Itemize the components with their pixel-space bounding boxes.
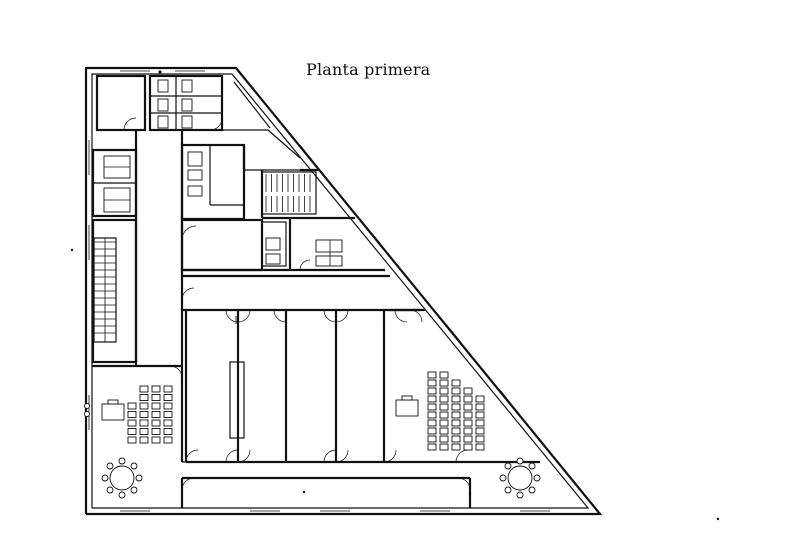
desk	[439, 435, 449, 443]
desk-grid-left	[127, 385, 173, 444]
desk	[139, 428, 149, 435]
desk	[427, 411, 437, 419]
desk	[451, 435, 461, 443]
outer-walls	[84, 66, 603, 516]
desk	[439, 379, 449, 387]
desk	[127, 436, 137, 444]
desk	[475, 443, 485, 451]
desk	[463, 411, 473, 419]
door-swings	[123, 117, 471, 491]
desk	[439, 403, 449, 411]
desk	[427, 395, 437, 403]
desk	[151, 428, 161, 435]
desk	[127, 402, 137, 410]
desk-grid-right	[427, 371, 485, 451]
desk	[451, 395, 461, 403]
desk	[439, 419, 449, 427]
round-table-left	[101, 457, 143, 499]
desk	[451, 379, 461, 387]
window-marks	[85, 67, 550, 515]
desk	[139, 411, 149, 418]
desk	[427, 427, 437, 435]
desk	[151, 385, 161, 393]
desk	[463, 387, 473, 395]
desk	[127, 428, 137, 435]
desk	[451, 387, 461, 395]
desk	[163, 411, 173, 418]
desk	[139, 385, 149, 393]
desk	[139, 436, 149, 444]
desk	[439, 387, 449, 395]
interior-walls	[91, 74, 540, 508]
desk	[427, 403, 437, 411]
desk	[475, 435, 485, 443]
desk	[427, 419, 437, 427]
desk	[139, 419, 149, 427]
small-marks	[70, 70, 720, 521]
desk	[451, 443, 461, 451]
desk	[427, 387, 437, 395]
toilet-fixtures	[157, 79, 343, 267]
desk	[163, 419, 173, 427]
round-table-right	[499, 457, 541, 499]
desk	[427, 371, 437, 379]
desk	[475, 403, 485, 411]
desk	[127, 411, 137, 418]
desk	[439, 427, 449, 435]
desk	[163, 436, 173, 444]
desk	[463, 443, 473, 451]
desk	[463, 427, 473, 435]
desk	[451, 419, 461, 427]
desk	[439, 443, 449, 451]
desk	[463, 435, 473, 443]
desk	[451, 403, 461, 411]
desk	[151, 436, 161, 444]
stair-upper	[261, 171, 317, 215]
desk	[151, 419, 161, 427]
teacher-desks	[101, 395, 419, 421]
desk	[427, 379, 437, 387]
desk	[463, 395, 473, 403]
stair-left	[93, 237, 117, 343]
desk	[475, 395, 485, 403]
desk	[475, 419, 485, 427]
desk	[127, 419, 137, 427]
desk	[475, 411, 485, 419]
desk	[427, 435, 437, 443]
desk	[163, 394, 173, 401]
desk	[439, 371, 449, 379]
desk	[163, 385, 173, 393]
desk	[151, 402, 161, 410]
plan-title: Planta primera	[306, 60, 431, 79]
desk	[163, 402, 173, 410]
desk	[151, 411, 161, 418]
desk	[151, 394, 161, 401]
desk	[139, 402, 149, 410]
left-room-furniture	[103, 155, 131, 213]
desk	[163, 428, 173, 435]
desk	[475, 427, 485, 435]
desk	[139, 394, 149, 401]
desk	[451, 411, 461, 419]
desk	[427, 443, 437, 451]
desk	[451, 427, 461, 435]
desk	[439, 395, 449, 403]
desk	[439, 411, 449, 419]
desk	[463, 403, 473, 411]
desk	[463, 419, 473, 427]
